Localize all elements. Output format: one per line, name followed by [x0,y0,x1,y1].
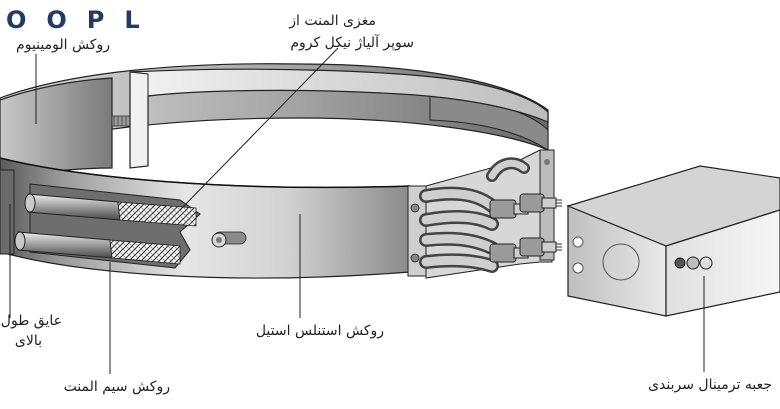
heating-element-upper [24,193,197,227]
terminal-leads [419,157,530,273]
label-insulation-line2: بالای [14,333,42,349]
label-core-line1: مغزی المنت از [289,13,376,29]
terminal-box [566,165,780,317]
leader-core [179,47,339,211]
label-core-line2: سوپر آلیاژ نیکل کروم [290,35,414,51]
inner-top-panel [129,68,549,169]
label-aluminum-cover: روکش الومینیوم [16,37,110,53]
label-insulation-line1: عایق طول [0,313,62,329]
label-stainless-cover: روکش استنلس استیل [255,323,384,339]
label-terminal-box: جعبه ترمینال سربندی [648,377,772,393]
label-wire-cover: روکش سیم المنت [63,379,170,395]
heating-element-lower [14,231,181,265]
front-bolt [211,231,247,248]
terminal-studs [489,193,562,263]
leader-lines [9,47,705,374]
logo: OOPL [6,6,160,34]
clamp-screw [111,115,133,127]
